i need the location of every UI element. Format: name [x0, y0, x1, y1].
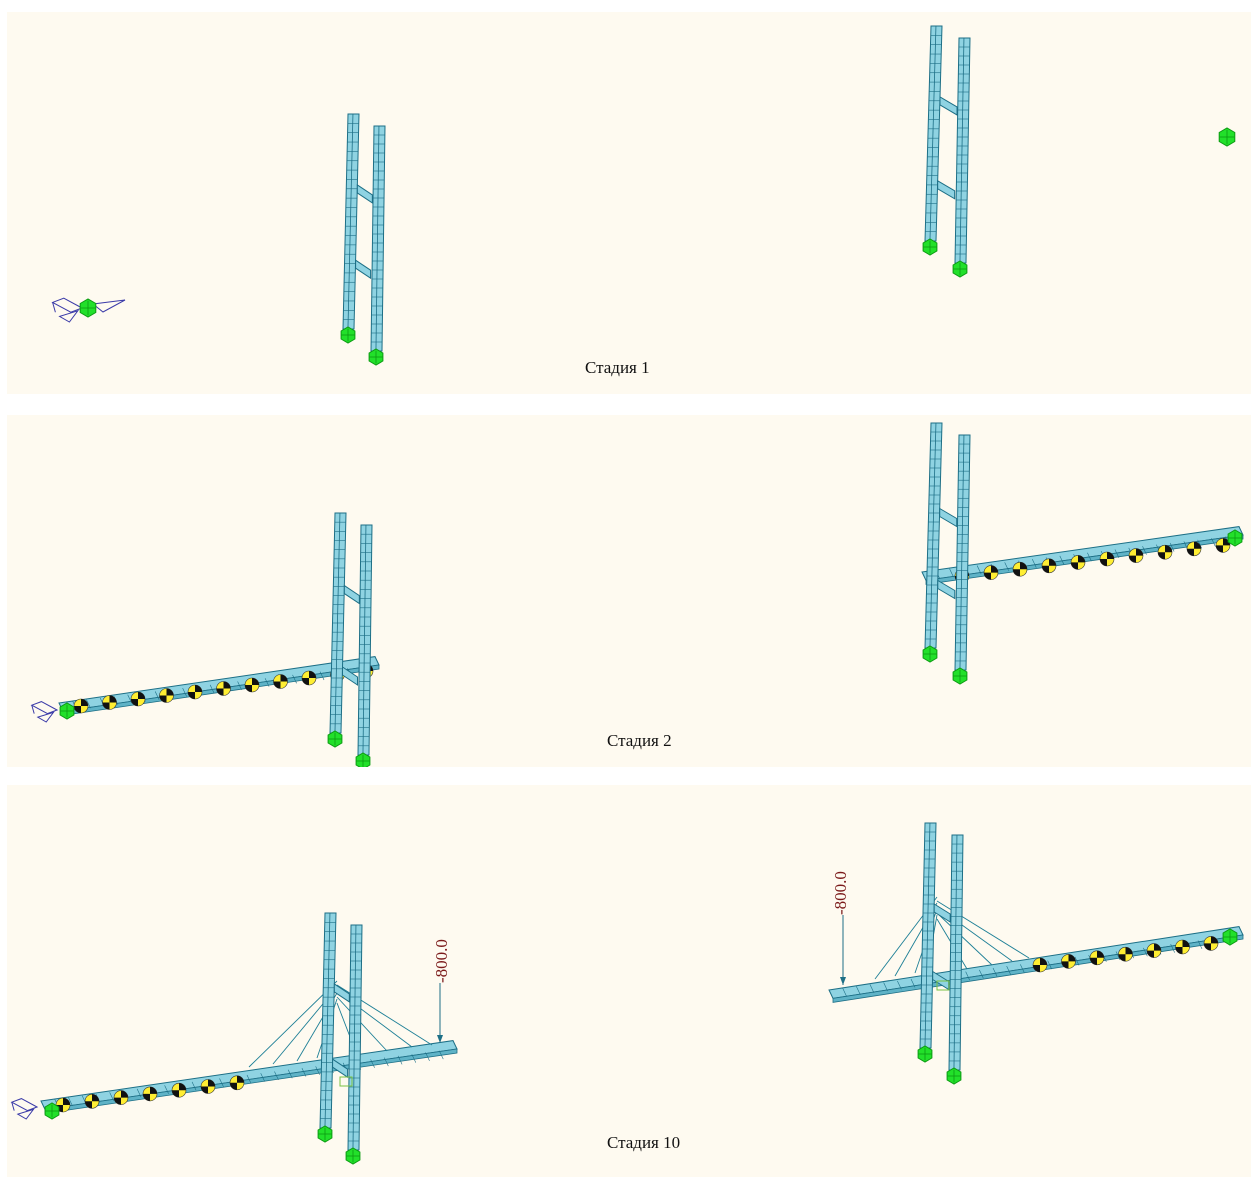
pylon-right-leg — [954, 37, 971, 264]
boundary-hinge-icon — [51, 297, 84, 323]
stage-marker-icon — [273, 674, 288, 689]
stage-1-caption: Стадия 1 — [585, 358, 650, 377]
support-node-icon — [59, 702, 75, 720]
stage-marker-icon — [1032, 957, 1048, 973]
stage-marker-icon — [73, 698, 89, 714]
support-node-icon — [368, 348, 384, 366]
stage-1-panel: Стадия 1 — [7, 12, 1251, 394]
load-label-right: -800.0 — [831, 871, 850, 915]
support-node-icon — [1222, 928, 1238, 946]
boundary-hinge-icon — [30, 701, 59, 723]
pylon-crossbeam-lower — [355, 259, 372, 280]
stage-marker-icon — [142, 1086, 158, 1102]
stage-2-caption: Стадия 2 — [607, 731, 672, 750]
stage-1-model-view — [51, 25, 1236, 366]
pylon-crossbeam-upper — [343, 584, 360, 605]
bearing-box-icon — [936, 980, 950, 991]
support-node-icon — [1227, 529, 1243, 547]
pylon-crossbeam-lower — [937, 179, 956, 200]
stage-marker-icon — [1175, 939, 1190, 955]
stage-marker-icon — [159, 688, 174, 703]
pylon-right-leg — [954, 434, 971, 671]
pylon-left — [329, 512, 373, 756]
pylon-right-leg — [347, 924, 363, 1151]
stage-marker-icon — [244, 677, 260, 693]
stage-marker-icon — [1099, 551, 1115, 567]
stage-marker-icon — [84, 1093, 100, 1109]
stage-10-model-view: -800.0 -800.0 — [10, 822, 1244, 1165]
pylon-left-leg — [329, 512, 347, 734]
stage-2-panel: Стадия 2 — [7, 415, 1251, 767]
support-node-icon — [952, 667, 968, 685]
stage-marker-icon — [1203, 936, 1219, 951]
stage-marker-icon — [200, 1079, 216, 1094]
pylon-right — [919, 822, 964, 1071]
pylon-right-leg — [357, 524, 373, 756]
support-node-icon — [355, 752, 371, 767]
pylon-crossbeam-upper — [933, 903, 951, 923]
pylon-left — [342, 113, 386, 352]
support-node-icon — [340, 326, 356, 344]
stage-marker-icon — [229, 1075, 245, 1091]
pylon-crossbeam-upper — [356, 184, 373, 204]
stage-marker-icon — [216, 681, 231, 696]
stage-marker-icon — [1089, 950, 1105, 966]
stage-marker-icon — [187, 684, 203, 700]
stage-marker-icon — [1215, 538, 1231, 553]
stage-marker-icon — [1070, 555, 1086, 570]
stage-10-caption: Стадия 10 — [607, 1133, 681, 1152]
pylon-left-leg — [919, 822, 937, 1049]
stage-marker-icon — [1157, 544, 1173, 560]
pylon-left-leg — [319, 912, 337, 1129]
stage-marker-icon — [113, 1090, 129, 1105]
support-node-icon — [917, 1045, 933, 1063]
deck-main-left — [40, 1040, 458, 1114]
support-node-icon — [44, 1102, 60, 1120]
load-arrow-right — [840, 915, 846, 985]
stage-marker-icon — [1128, 548, 1144, 563]
stage-marker-icon — [301, 670, 317, 686]
stage-marker-icon — [171, 1082, 187, 1098]
pylon-right-leg — [370, 125, 386, 352]
pylon-left — [319, 912, 363, 1151]
pylon-crossbeam-upper — [333, 983, 350, 1003]
support-node-icon — [345, 1147, 361, 1165]
support-node-icon — [952, 260, 968, 278]
support-node-icon — [327, 730, 343, 748]
stage-marker-icon — [1041, 558, 1057, 574]
pylon-right-leg — [948, 834, 964, 1071]
support-node-icon — [922, 645, 938, 663]
stage-marker-icon — [1118, 946, 1133, 962]
pylon-left-leg — [924, 422, 943, 649]
stage-marker-icon — [102, 695, 117, 710]
support-node-icon — [317, 1125, 333, 1143]
pylon-crossbeam-lower — [937, 579, 956, 600]
stage-marker-icon — [1146, 943, 1162, 958]
pylon-crossbeam-upper — [939, 96, 958, 116]
support-node-icon — [922, 238, 938, 256]
bearing-box-icon — [339, 1076, 353, 1087]
support-node-icon — [1218, 127, 1236, 147]
stage-marker-icon — [130, 691, 146, 707]
boundary-hinge-icon — [10, 1098, 39, 1120]
stage-2-model-view — [30, 422, 1244, 767]
support-node-icon — [946, 1067, 962, 1085]
pylon-left-leg — [342, 113, 360, 330]
stage-marker-icon — [1061, 954, 1076, 969]
stage-10-panel: -800.0 -800.0 Стадия 10 — [7, 785, 1251, 1177]
load-arrow-left — [437, 983, 443, 1043]
pylon-right — [924, 422, 971, 671]
pylon-crossbeam-upper — [939, 507, 958, 528]
load-label-left: -800.0 — [432, 939, 451, 983]
pylon-right — [924, 25, 971, 264]
stage-marker-icon — [1186, 541, 1202, 557]
stage-marker-icon — [983, 565, 999, 580]
boundary-hinge-icon — [91, 299, 126, 313]
pylon-left-leg — [924, 25, 943, 242]
support-node-icon — [79, 298, 97, 318]
pylon-crossbeam-lower — [342, 666, 358, 686]
stage-marker-icon — [1012, 561, 1028, 577]
